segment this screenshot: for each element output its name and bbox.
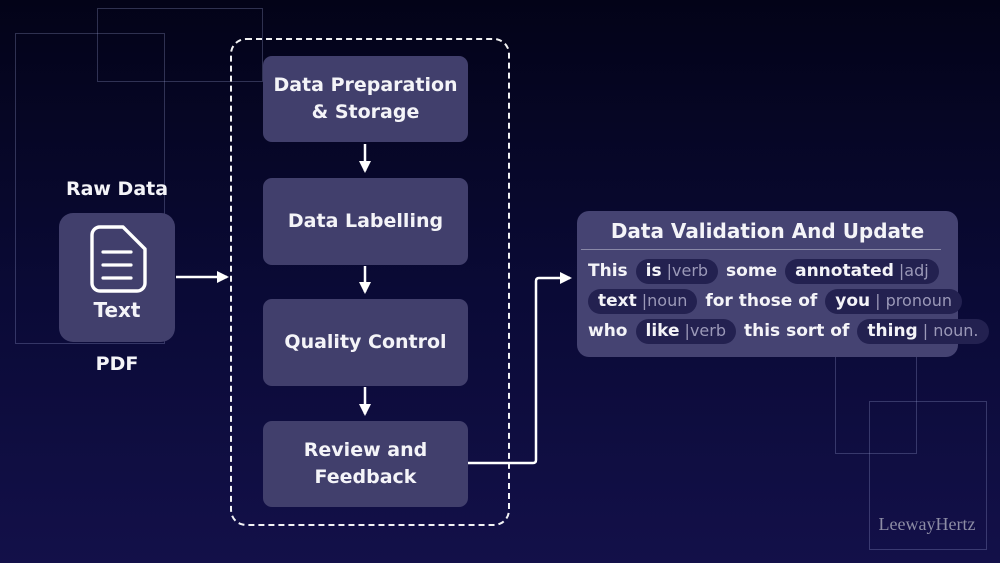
node-data-preparation-storage: Data Preparation & Storage xyxy=(263,56,468,142)
raw-data-card: Text xyxy=(59,213,175,342)
pill-word: you xyxy=(835,290,871,311)
pill-word: thing xyxy=(867,320,918,341)
pill-pos-tag: |adj xyxy=(898,260,929,280)
pill-pos-tag: |verb xyxy=(684,320,726,340)
node-data-labelling: Data Labelling xyxy=(263,178,468,265)
annotation-pill: you| pronoun xyxy=(825,288,963,314)
pill-pos-tag: |noun xyxy=(641,290,688,310)
raw-data-heading: Raw Data xyxy=(65,178,169,200)
decor-rect-top xyxy=(97,8,263,82)
pill-pos-tag: | noun. xyxy=(922,320,979,340)
node-review-feedback: Review and Feedback xyxy=(263,421,468,507)
annotation-pill: annotated|adj xyxy=(785,258,939,284)
annotation-pill: is|verb xyxy=(635,258,719,284)
decor-rect-left xyxy=(15,33,165,344)
annotation-pill: text|noun xyxy=(588,288,698,314)
annotation-row: text|noun for those of you| pronoun xyxy=(588,286,963,316)
leewayhertz-watermark: LeewayHertz xyxy=(878,514,976,534)
document-icon xyxy=(90,225,147,293)
annotation-word: for those of xyxy=(705,291,818,311)
annotation-word: this sort of xyxy=(743,321,850,341)
pill-word: text xyxy=(598,290,637,311)
panel-divider xyxy=(581,249,941,250)
pill-pos-tag: |verb xyxy=(666,260,709,280)
annotation-pill: like|verb xyxy=(635,318,736,344)
pdf-caption: PDF xyxy=(95,353,139,375)
pill-pos-tag: | pronoun xyxy=(875,290,953,310)
pill-word: annotated xyxy=(795,260,894,281)
validation-panel-title: Data Validation And Update xyxy=(610,219,925,243)
raw-data-card-label: Text xyxy=(93,298,141,322)
pill-word: is xyxy=(645,260,662,281)
node-quality-control: Quality Control xyxy=(263,299,468,386)
decor-rect-bottom-right xyxy=(869,401,987,550)
annotation-pill: thing| noun. xyxy=(857,318,989,344)
annotation-word: who xyxy=(588,321,628,341)
annotation-word: This xyxy=(588,261,628,281)
pill-word: like xyxy=(645,320,680,341)
annotation-word: some xyxy=(726,261,778,281)
